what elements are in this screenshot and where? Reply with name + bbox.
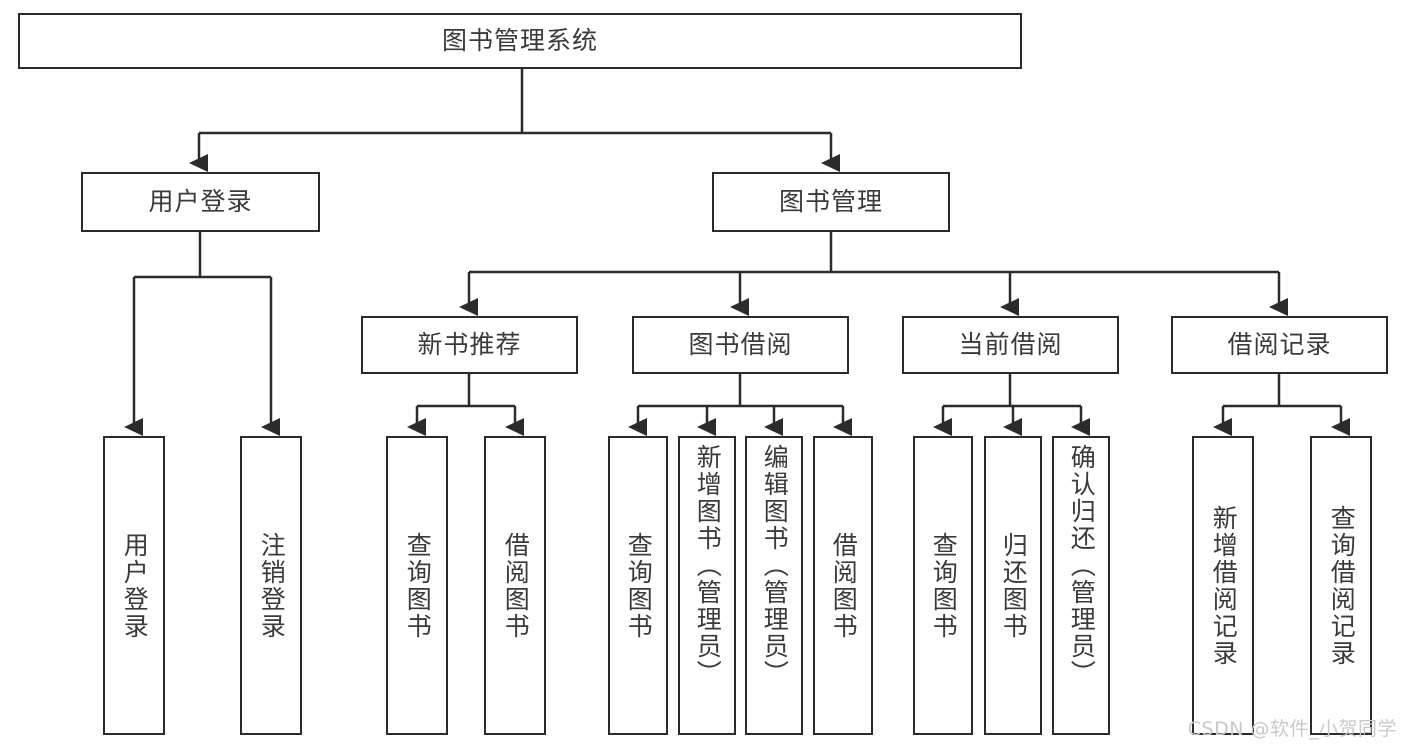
node-leaf-confirm-return-admin[interactable]: 确认归还（管理员） <box>1052 436 1110 735</box>
node-leaf-return-book-label: 归还图书 <box>999 531 1029 640</box>
node-leaf-query-book-3-label: 查询图书 <box>929 531 959 640</box>
node-borrow-record-label: 借阅记录 <box>1227 330 1332 360</box>
node-leaf-query-borrow-record-label: 查询借阅记录 <box>1327 504 1357 667</box>
node-leaf-query-book-1-label: 查询图书 <box>403 531 433 640</box>
node-leaf-query-borrow-record[interactable]: 查询借阅记录 <box>1310 436 1372 735</box>
node-leaf-edit-book-admin-label: 编辑图书（管理员） <box>760 444 790 687</box>
node-book-manage[interactable]: 图书管理 <box>712 172 950 232</box>
node-book-borrow-label: 图书借阅 <box>688 330 793 360</box>
node-current-borrow[interactable]: 当前借阅 <box>902 316 1119 374</box>
node-leaf-query-book-1[interactable]: 查询图书 <box>386 436 448 735</box>
node-book-manage-label: 图书管理 <box>778 187 883 217</box>
node-user-login[interactable]: 用户登录 <box>81 172 320 232</box>
node-leaf-user-logout-label: 注销登录 <box>257 531 287 640</box>
node-root[interactable]: 图书管理系统 <box>18 13 1022 69</box>
node-leaf-add-borrow-record[interactable]: 新增借阅记录 <box>1192 436 1254 735</box>
node-leaf-borrow-book-2-label: 借阅图书 <box>829 531 859 640</box>
node-leaf-borrow-book-1[interactable]: 借阅图书 <box>484 436 546 735</box>
node-leaf-add-book-admin-label: 新增图书（管理员） <box>693 444 723 687</box>
node-leaf-query-book-3[interactable]: 查询图书 <box>913 436 973 735</box>
node-new-book-recommend[interactable]: 新书推荐 <box>361 316 578 374</box>
node-leaf-confirm-return-admin-label: 确认归还（管理员） <box>1067 444 1097 687</box>
node-leaf-user-login[interactable]: 用户登录 <box>103 436 165 735</box>
node-leaf-borrow-book-2[interactable]: 借阅图书 <box>813 436 873 735</box>
node-current-borrow-label: 当前借阅 <box>958 330 1063 360</box>
node-leaf-query-book-2-label: 查询图书 <box>624 531 654 640</box>
watermark-text: CSDN @软件_小贺同学 <box>1187 718 1397 740</box>
node-user-login-label: 用户登录 <box>148 187 253 217</box>
node-new-book-recommend-label: 新书推荐 <box>417 330 522 360</box>
node-leaf-user-login-label: 用户登录 <box>120 531 150 640</box>
node-leaf-return-book[interactable]: 归还图书 <box>984 436 1042 735</box>
node-book-borrow[interactable]: 图书借阅 <box>632 316 849 374</box>
node-leaf-add-book-admin[interactable]: 新增图书（管理员） <box>678 436 736 735</box>
node-leaf-borrow-book-1-label: 借阅图书 <box>501 531 531 640</box>
node-leaf-edit-book-admin[interactable]: 编辑图书（管理员） <box>745 436 803 735</box>
node-root-label: 图书管理系统 <box>441 26 598 56</box>
node-leaf-add-borrow-record-label: 新增借阅记录 <box>1209 504 1239 667</box>
node-leaf-query-book-2[interactable]: 查询图书 <box>608 436 668 735</box>
node-borrow-record[interactable]: 借阅记录 <box>1171 316 1388 374</box>
node-leaf-user-logout[interactable]: 注销登录 <box>240 436 302 735</box>
